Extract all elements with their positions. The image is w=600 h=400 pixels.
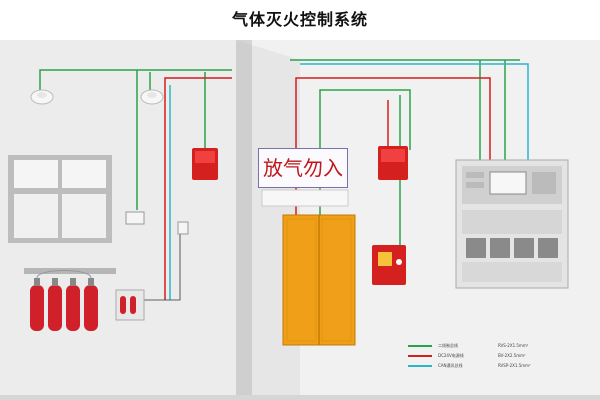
power-wire-red — [164, 77, 491, 300]
window — [8, 155, 112, 243]
legend-spec-1: RVS-2X1.5mm² — [498, 343, 529, 348]
legend-spec-3: RVSP-2X1.5mm² — [498, 363, 531, 368]
emergency-start-stop-button — [372, 245, 406, 285]
sound-light-alarm-right — [378, 146, 408, 180]
page-title: 气体灭火控制系统 — [231, 10, 368, 29]
door-nameplate — [261, 189, 349, 207]
legend — [408, 345, 432, 367]
sound-light-alarm-left — [192, 148, 218, 180]
partition-wall — [236, 40, 252, 400]
manual-switch-box — [125, 211, 145, 225]
can-wire-cyan — [169, 63, 529, 300]
legend-desc-2: DC24V电源线 — [438, 353, 464, 358]
legend-desc-1: 二线制总线 — [438, 343, 458, 348]
pressure-switch-box — [177, 221, 189, 235]
floor — [0, 395, 600, 400]
controller-display — [489, 171, 527, 195]
legend-desc-3: CAN通讯总线 — [438, 363, 463, 368]
smoke-detector-1 — [30, 89, 54, 105]
door — [282, 214, 356, 346]
warning-sign: 放气勿入 — [258, 148, 348, 188]
gas-extinguishing-controller — [455, 159, 569, 289]
cylinder-link — [130, 230, 181, 301]
smoke-detector-2 — [140, 89, 164, 105]
gas-cylinder-rack — [24, 268, 145, 331]
legend-spec-2: BV-2X2.5mm² — [498, 353, 526, 358]
